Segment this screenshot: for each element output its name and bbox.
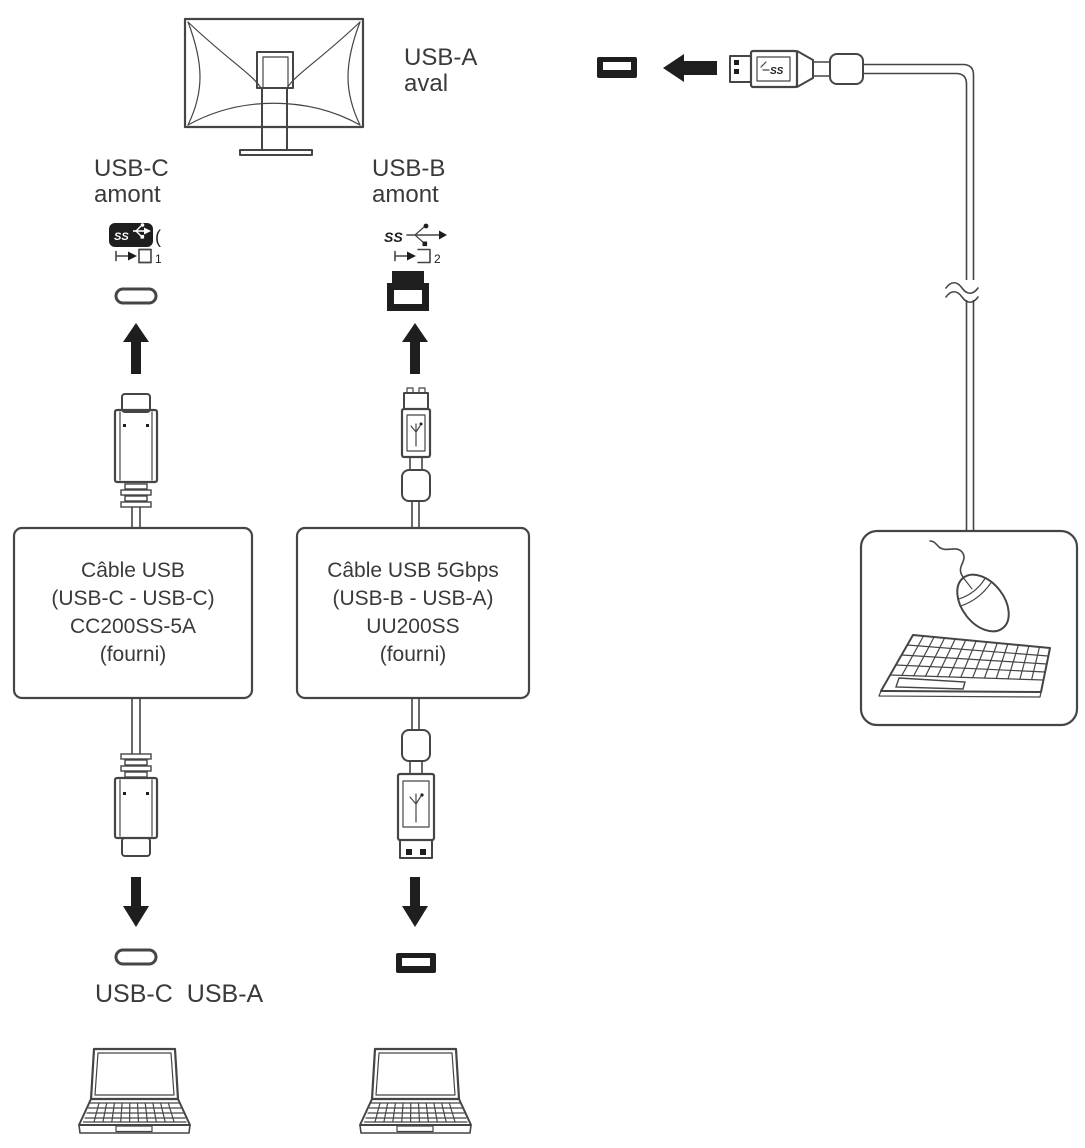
usb-c-upstream-label: USB-C amont (94, 156, 169, 207)
svg-text:SS: SS (114, 231, 129, 243)
laptop-usb-c (77, 1047, 192, 1135)
usb-b-cable-line: Câble USB 5Gbps (327, 559, 499, 582)
usb-b-receptacle-icon (387, 271, 429, 311)
usb-c-receptacle-bottom-icon (114, 948, 158, 966)
mouse-icon (929, 540, 1010, 633)
usb-a-receptacle-bottom-icon (396, 953, 436, 973)
svg-text:1: 1 (155, 252, 162, 266)
usb-b-upstream-label: USB-B amont (372, 156, 445, 207)
usb-b-cable-line: (USB-B - USB-A) (332, 587, 494, 610)
keyboard-icon (878, 634, 1051, 698)
bottom-label-usb-c: USB-C (95, 980, 173, 1008)
svg-text:SS: SS (770, 66, 784, 77)
usb-a-downstream-label-line2: aval (404, 69, 449, 97)
usb-c-receptacle-icon (114, 287, 158, 305)
usb-c-down-arrow-icon (123, 877, 149, 927)
usb-b-upstream-label-line1: USB-B (372, 155, 446, 182)
usb-c-cable-box-text: Câble USB (USB-C - USB-C) CC200SS-5A (fo… (14, 528, 252, 698)
usb-b-plug-upper (400, 387, 432, 529)
usb-c-plug-lower (113, 697, 159, 857)
usb-c-up-arrow-icon (123, 323, 149, 374)
usb-b-port-number-icon: 2 (394, 248, 441, 266)
usb-b-cable-line: (fourni) (379, 643, 447, 666)
usb-c-port-number-icon: 1 (115, 248, 162, 266)
usb-b-cable-line: UU200SS (366, 615, 460, 638)
svg-text:(: ( (155, 227, 161, 247)
usb-b-cable-box (295, 526, 531, 700)
usb-a-plug-horizontal-icon: SS (729, 49, 864, 89)
usb-a-down-arrow-icon (402, 877, 428, 927)
usb-c-cable-box (12, 526, 254, 700)
usb-c-upstream-label-line2: amont (94, 180, 161, 208)
usb-b-upstream-label-line2: amont (372, 180, 439, 208)
bottom-label-usb-a: USB-A (186, 980, 264, 1008)
laptop-usb-a (358, 1047, 473, 1135)
usb-c-cable-line: (fourni) (99, 643, 167, 666)
usb-b-up-arrow-icon (402, 323, 428, 374)
usb-a-plug-lower (396, 697, 436, 859)
usb-b-cable-box-text: Câble USB 5Gbps (USB-B - USB-A) UU200SS … (297, 528, 529, 698)
peripheral-cable (862, 63, 991, 532)
usb-a-downstream-port-icon (597, 57, 637, 78)
usb-c-plug-upper (113, 393, 159, 529)
usb-a-downstream-label-line1: USB-A (404, 44, 478, 71)
usb-c-ss-badge-icon: SS ( (109, 223, 161, 247)
svg-text:2: 2 (434, 252, 441, 266)
left-arrow-icon (663, 54, 717, 82)
bottom-connector-labels: USB-C USB-A (95, 980, 263, 1009)
usb-c-cable-line: CC200SS-5A (69, 615, 197, 638)
usb-a-downstream-label: USB-A aval (404, 45, 477, 96)
usb-c-cable-line: (USB-C - USB-C) (51, 587, 215, 610)
monitor-rear-illustration (183, 17, 365, 156)
peripherals-box (859, 529, 1079, 727)
svg-text:SS: SS (384, 229, 403, 245)
usb-b-ss-logo-icon: SS (384, 223, 447, 247)
usb-c-upstream-label-line1: USB-C (94, 155, 169, 182)
usb-c-cable-line: Câble USB (81, 559, 185, 582)
